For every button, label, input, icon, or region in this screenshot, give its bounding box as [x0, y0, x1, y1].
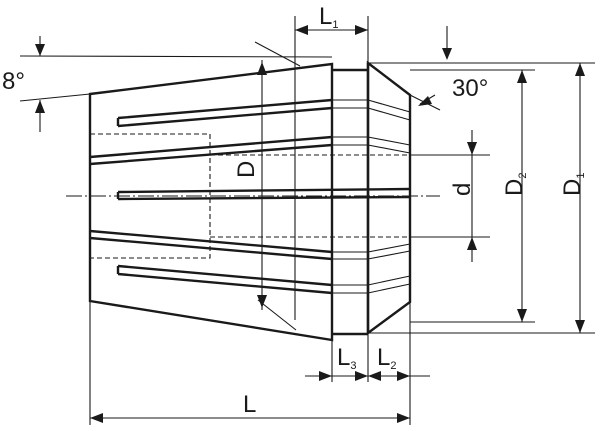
collet-outline — [88, 60, 412, 342]
L-arrow-right — [397, 413, 410, 423]
neck-edge — [332, 68, 368, 336]
slot-lower-band — [89, 229, 333, 261]
D2-dimension: D2 — [410, 69, 535, 323]
L3-arrow-right — [355, 371, 368, 381]
D-arrow-top — [257, 62, 267, 75]
L3-arrow-left — [319, 371, 332, 381]
D-leader-bottom — [257, 299, 297, 331]
slot-center — [116, 187, 411, 201]
D1-arrow-bottom — [575, 320, 585, 333]
angle-8-arrow-bottom — [35, 100, 45, 113]
slot-top — [116, 98, 333, 128]
d-arrow-bottom — [467, 237, 477, 250]
slot-front-bottom — [332, 275, 411, 294]
d-arrow-top — [467, 142, 477, 155]
L1-label: L1 — [319, 3, 338, 31]
angle-30-arrow-top — [442, 48, 452, 60]
angle-30-label: 30° — [452, 75, 488, 102]
L1-arrow-left — [295, 25, 308, 35]
D2-label: D2 — [501, 173, 529, 196]
L3-label: L3 — [337, 344, 356, 372]
angle-30-arrow-bottom — [418, 96, 432, 106]
angle-8-label: 8° — [2, 68, 25, 95]
D1-dimension: D1 — [368, 62, 595, 334]
D-arrow-bottom — [257, 295, 267, 308]
L2-arrow-left — [368, 371, 381, 381]
D1-arrow-top — [575, 63, 585, 76]
L-label: L — [243, 391, 256, 418]
d-label: d — [449, 183, 476, 196]
D1-label: D1 — [559, 173, 587, 196]
collet-slots — [89, 98, 411, 295]
L1-dimension: L1 — [294, 3, 369, 320]
slot-bottom — [116, 264, 333, 295]
L-arrow-left — [90, 413, 103, 423]
L-dimension: L — [89, 301, 410, 425]
D-leader-top — [254, 41, 301, 67]
angle-30-dimension: 30° — [368, 26, 488, 111]
angle-8-reference-line — [19, 55, 333, 58]
L1-arrow-right — [355, 25, 368, 35]
slot-front-upper — [332, 136, 411, 154]
D2-arrow-top — [517, 70, 527, 83]
L3-L2-dimension: L3 L2 — [305, 302, 430, 425]
slot-upper-band — [89, 135, 333, 166]
slot-front-top — [332, 99, 411, 121]
d-dimension: d — [410, 130, 490, 262]
D-label: D — [233, 161, 260, 178]
angle-8-taper-extension — [19, 93, 91, 102]
angle-8-dimension: 8° — [2, 36, 333, 132]
angle-8-arrow-top — [35, 44, 45, 56]
D2-arrow-bottom — [517, 309, 527, 322]
slot-front-lower — [332, 243, 411, 260]
tapered-body — [88, 62, 334, 342]
D-dimension: D — [233, 41, 301, 331]
L2-label: L2 — [377, 344, 396, 372]
L2-arrow-right — [397, 371, 410, 381]
